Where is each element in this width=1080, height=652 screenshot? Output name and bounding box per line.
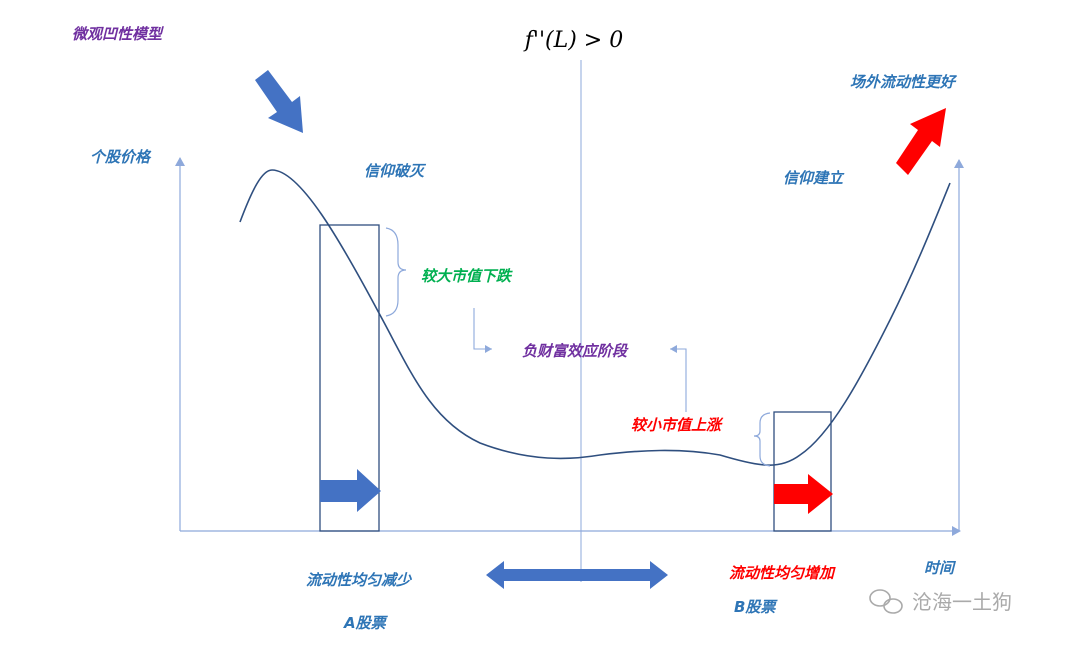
liquidity-increase-label: 流动性均匀增加	[729, 564, 836, 582]
diagonal-blue-arrow-icon	[255, 70, 303, 133]
double-headed-arrow-icon	[486, 561, 668, 589]
stock-a-label: A股票	[343, 614, 389, 632]
model-title: 微观凹性模型	[72, 25, 164, 43]
negative-wealth-label: 负财富效应阶段	[522, 342, 629, 360]
box-a-blue-arrow-icon	[320, 469, 381, 512]
watermark-text: 沧海一土狗	[912, 590, 1012, 614]
small-cap-brace	[753, 412, 771, 467]
box-b-red-arrow-icon	[774, 474, 833, 514]
x-axis-label: 时间	[924, 559, 957, 577]
belief-broken-label: 信仰破灭	[364, 162, 427, 180]
offsite-liquidity-label: 场外流动性更好	[850, 73, 958, 91]
stock-b-label: B股票	[734, 598, 778, 616]
stock-a-box	[319, 224, 380, 532]
connector-left	[473, 308, 492, 353]
small-cap-up-label: 较小市值上涨	[631, 416, 724, 434]
belief-built-label: 信仰建立	[783, 169, 845, 187]
large-cap-brace	[385, 227, 407, 317]
diagonal-red-arrow-icon	[896, 108, 946, 175]
connector-right	[670, 345, 687, 412]
stock-b-box	[773, 411, 832, 532]
watermark: 沧海一土狗	[869, 589, 1012, 614]
y-axis-label: 个股价格	[90, 148, 152, 166]
wechat-icon	[869, 589, 903, 614]
large-cap-down-label: 较大市值下跌	[421, 267, 513, 285]
formula-label: f''(L) > 0	[523, 28, 623, 53]
price-curve	[239, 169, 951, 466]
liquidity-decrease-label: 流动性均匀减少	[306, 571, 413, 589]
